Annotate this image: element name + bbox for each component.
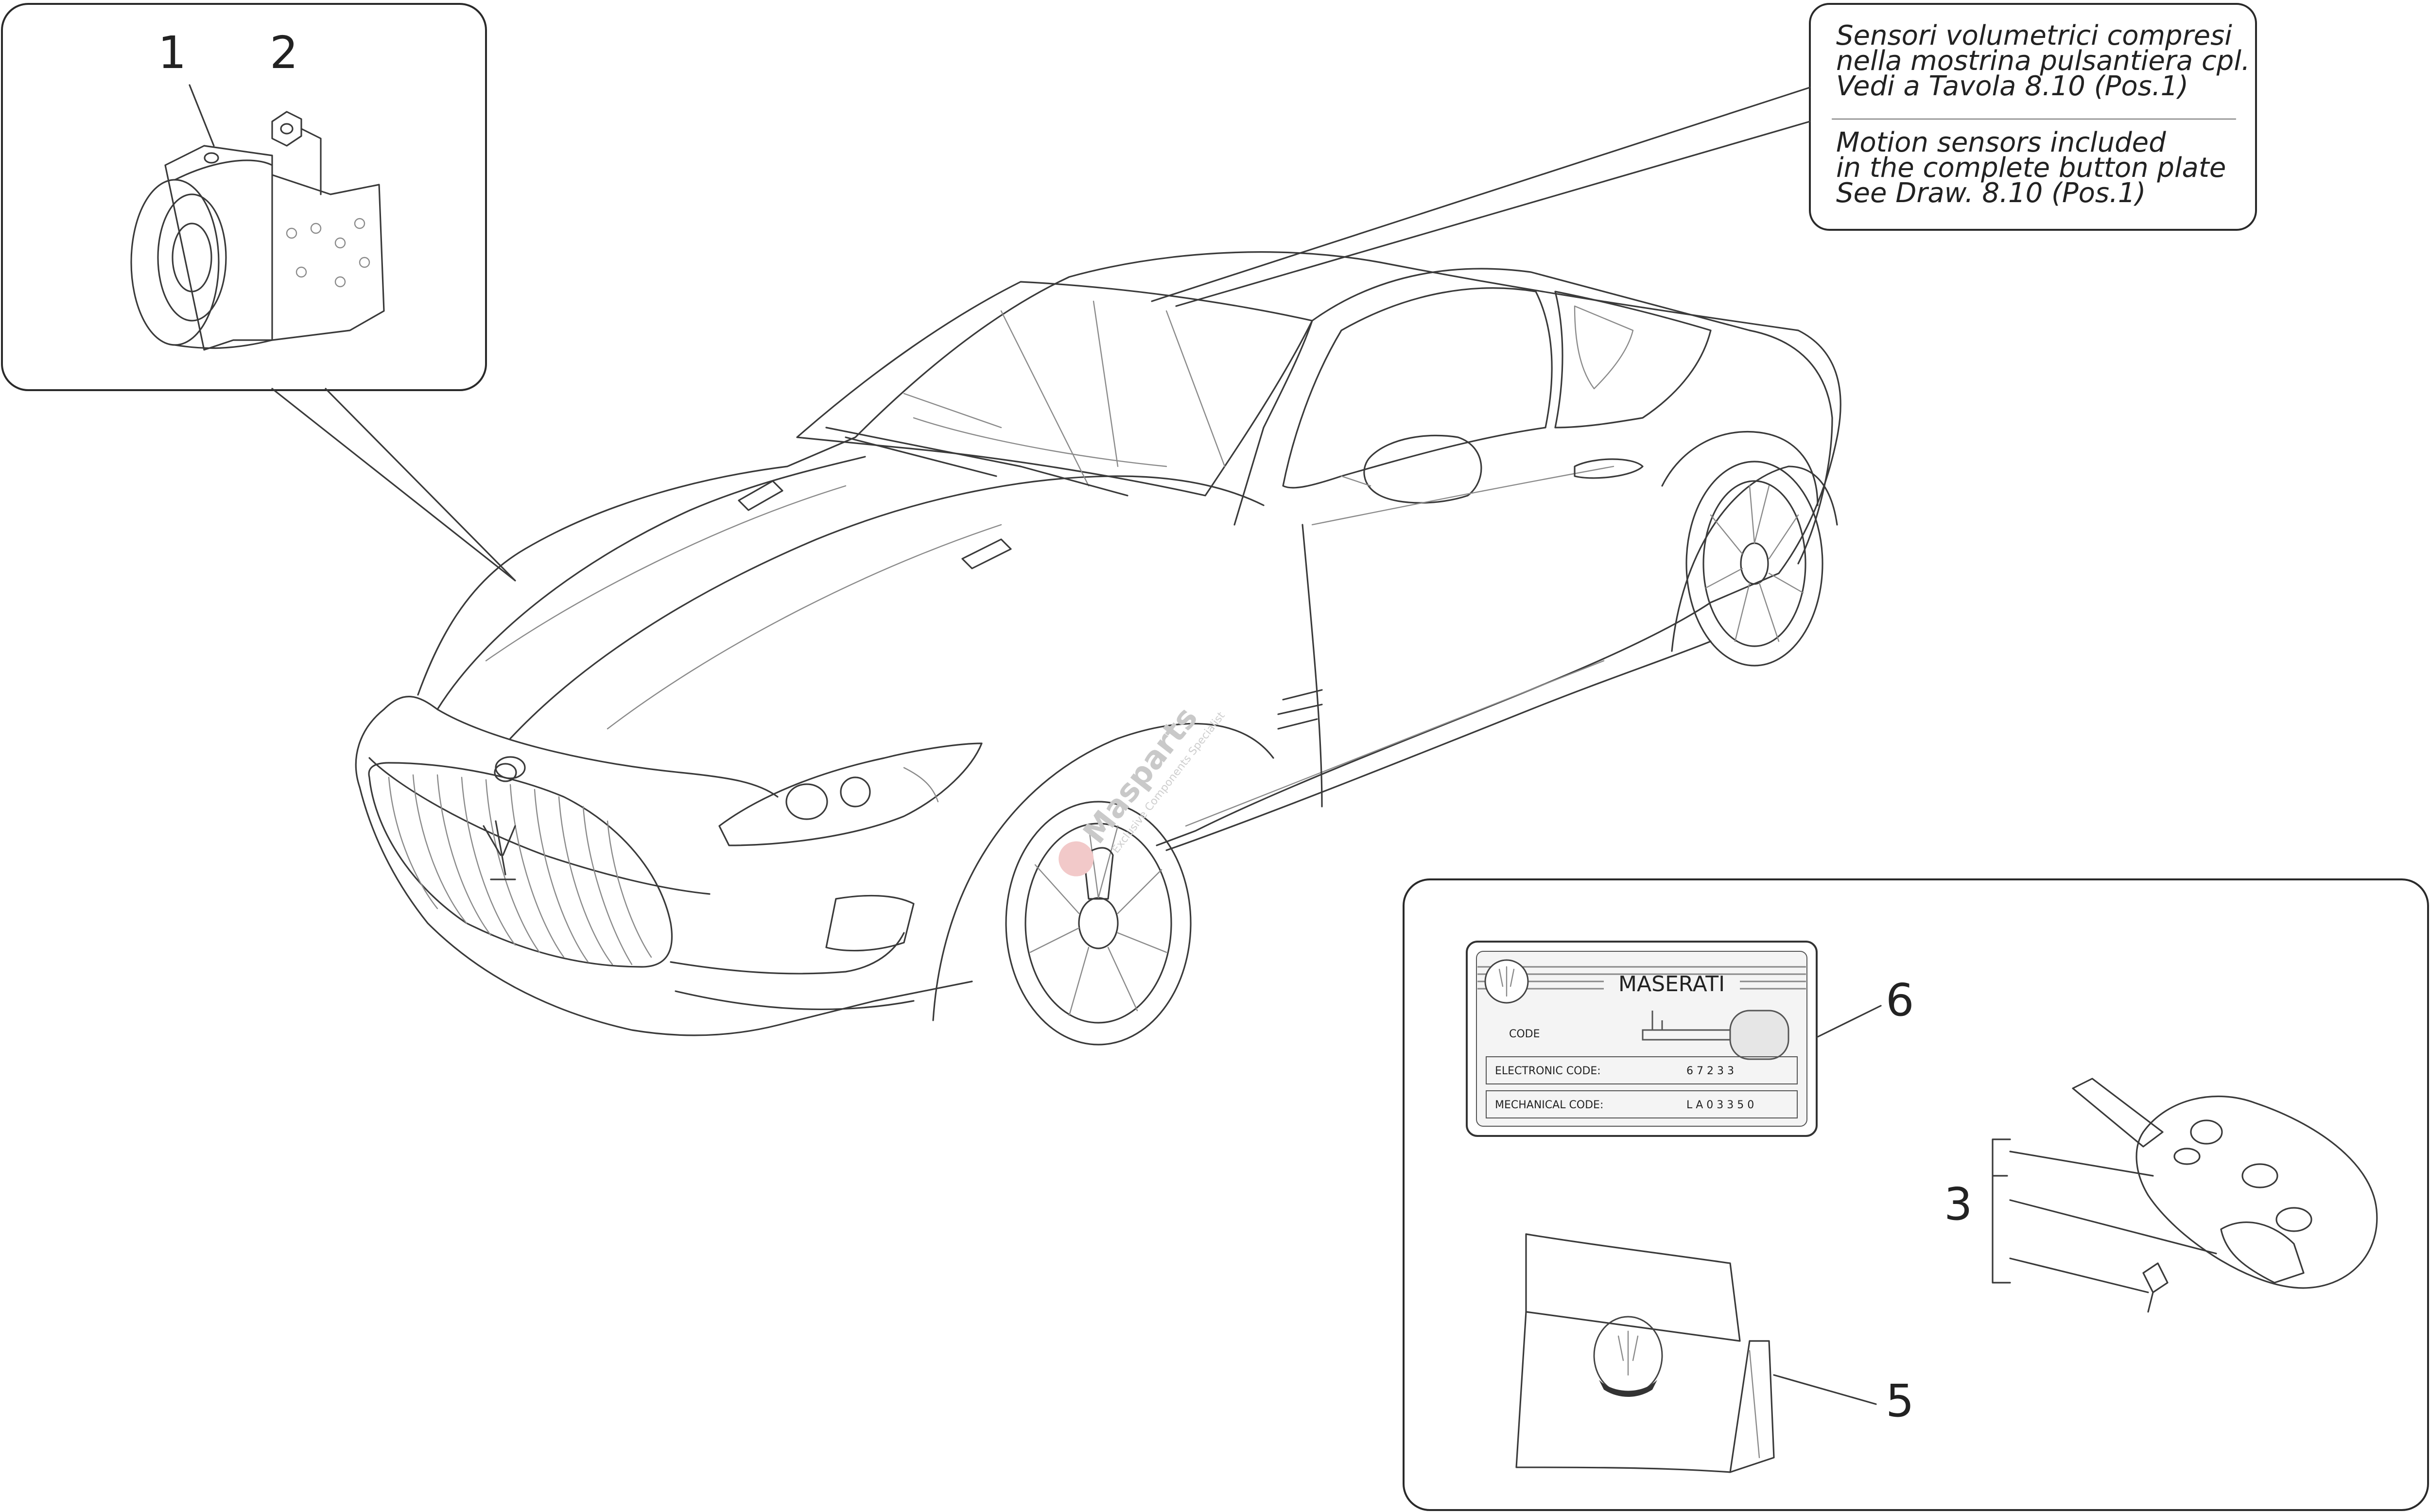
card-mechanical-value: L A 0 3 3 5 0 <box>1686 1099 1754 1111</box>
front-wheel-spokes <box>1029 825 1167 1016</box>
key-blade-icon <box>1642 1010 1789 1060</box>
callout-3: 3 <box>1944 1178 1973 1230</box>
callout-5: 5 <box>1886 1375 1914 1427</box>
rear-wheel-spokes <box>1705 485 1804 642</box>
nut-part <box>271 111 302 147</box>
card-brand: MASERATI <box>1618 972 1725 997</box>
note-en-line3: See Draw. 8.10 (Pos.1) <box>1836 177 2146 209</box>
document-wallet <box>1515 1233 1775 1473</box>
grille-slats <box>388 774 652 965</box>
card-electronic-value: 6 7 2 3 3 <box>1686 1065 1734 1077</box>
siren-part <box>130 145 385 351</box>
card-mechanical-label: MECHANICAL CODE: <box>1495 1099 1603 1111</box>
card-electronic-label: ELECTRONIC CODE: <box>1495 1065 1601 1077</box>
note-en-line1: Motion sensors included <box>1836 127 2166 158</box>
callout-1: 1 <box>158 27 187 79</box>
note-it-line3: Vedi a Tavola 8.10 (Pos.1) <box>1836 70 2188 102</box>
callout-6: 6 <box>1886 974 1914 1026</box>
siren-leader-line <box>271 388 516 582</box>
car-illustration <box>355 251 1841 1046</box>
card-code-label: CODE <box>1509 1028 1540 1040</box>
note-box <box>1809 3 2257 231</box>
kit-detail-box <box>1403 878 2429 1511</box>
note-leader-line <box>1151 86 1811 307</box>
note-it-line2: nella mostrina pulsantiera cpl. <box>1836 45 2250 77</box>
note-en-line2: in the complete button plate <box>1836 152 2226 184</box>
remote-key <box>2072 1078 2378 1313</box>
code-card: MASERATI CODE ELECTRONIC CODE: 6 7 2 3 3… <box>1466 941 1818 1137</box>
callout-2: 2 <box>270 27 298 79</box>
key-bracket <box>1992 1138 2011 1284</box>
watermark: Masparts Exclusive Components Specialist <box>1059 701 1228 876</box>
note-it-line1: Sensori volumetrici compresi <box>1836 20 2232 52</box>
siren-detail-box <box>1 3 487 391</box>
